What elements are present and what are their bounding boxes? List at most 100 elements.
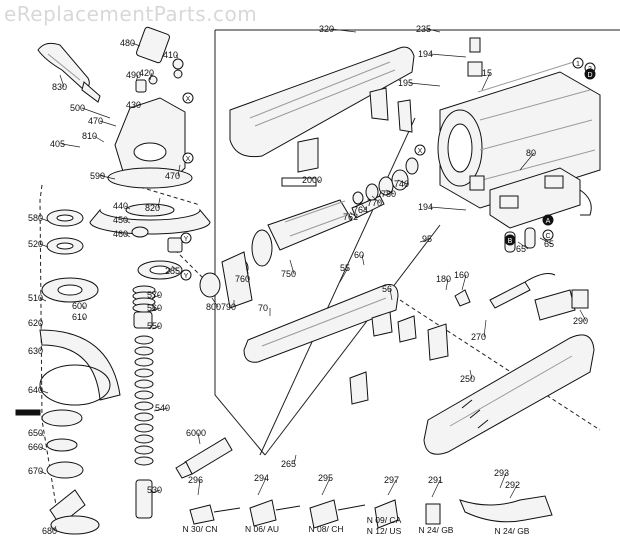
- plug-label-4: N 12/ US: [367, 526, 402, 536]
- callout-764: 764: [353, 205, 368, 215]
- leader-c2000: [317, 179, 321, 183]
- marker-circle-3: [504, 234, 516, 246]
- callout-195: 195: [398, 78, 413, 88]
- leader-c295: [321, 477, 331, 496]
- callout-470: 470: [165, 171, 180, 181]
- callout-194: 194: [418, 202, 433, 212]
- leader-c405: [61, 143, 81, 148]
- leader-c235: [427, 28, 441, 33]
- marker-A: A: [546, 218, 551, 225]
- callout-540: 540: [155, 403, 170, 413]
- handle-half-lower: [349, 323, 595, 455]
- leader-c770: [371, 195, 381, 204]
- leader-c550: [151, 325, 161, 330]
- callout-450: 450: [113, 215, 128, 225]
- callout-55: 55: [340, 263, 350, 273]
- callout-56: 56: [382, 284, 392, 294]
- leader-c500: [81, 107, 111, 119]
- callout-762: 762: [343, 212, 358, 222]
- leader-c780: [385, 189, 395, 195]
- leader-c764: [359, 201, 367, 211]
- callout-70: 70: [258, 303, 268, 313]
- callout-292: 292: [505, 480, 520, 490]
- marker-B: B: [508, 238, 513, 245]
- leader-c250: [469, 369, 473, 380]
- callout-293: 293: [494, 468, 509, 478]
- leader-c194b: [429, 206, 467, 211]
- spindle-washer: [132, 303, 156, 313]
- marker-circle-2: [542, 214, 554, 226]
- leader-c740: [397, 179, 408, 185]
- grease-tube: [175, 437, 233, 479]
- leader-c55: [339, 267, 349, 283]
- leader-c65a: [517, 241, 529, 250]
- leader-c530: [151, 489, 161, 494]
- leader-c830: [59, 74, 65, 88]
- callout-480: 480: [120, 38, 135, 48]
- spindle-stack: [132, 237, 183, 519]
- leader-c60: [361, 254, 365, 266]
- callout-235: 235: [416, 24, 431, 34]
- callout-410: 410: [163, 50, 178, 60]
- spindle-disc: [134, 346, 154, 356]
- leader-c540: [153, 407, 169, 412]
- callout-460: 460: [113, 229, 128, 239]
- callout-80: 80: [526, 148, 536, 158]
- leader-c291: [431, 479, 441, 498]
- leader-c650: [39, 432, 45, 437]
- spindle-disc: [134, 379, 154, 389]
- watermark: eReplacementParts.com: [4, 2, 258, 26]
- callout-680: 680: [42, 526, 57, 536]
- callout-291: 291: [428, 475, 443, 485]
- plug-label-1: N 06/ AU: [245, 524, 279, 534]
- gear-head-housing: [89, 26, 211, 238]
- mains-plugs: [189, 495, 553, 529]
- marker-circle-10: [180, 269, 192, 281]
- leader-c750: [289, 259, 295, 275]
- marker-1: 1: [576, 61, 580, 68]
- side-handle: [37, 42, 101, 103]
- leader-c810: [93, 135, 105, 143]
- leader-c15: [481, 72, 491, 91]
- leader-c160: [461, 274, 467, 291]
- leader-c294: [257, 477, 267, 496]
- leader-c660: [39, 446, 47, 451]
- callout-790: 790: [221, 302, 236, 312]
- marker-X: X: [186, 96, 191, 103]
- callout-470: 470: [88, 116, 103, 126]
- callout-620: 620: [28, 318, 43, 328]
- leader-c65b: [539, 237, 553, 245]
- callout-2000: 2000: [302, 175, 322, 185]
- leader-c620: [39, 322, 43, 327]
- callout-15: 15: [482, 68, 492, 78]
- spindle-disc: [134, 445, 154, 455]
- leader-c640: [39, 389, 49, 394]
- spindle-disc: [134, 456, 154, 466]
- marker-X: X: [186, 156, 191, 163]
- callout-295: 295: [318, 473, 333, 483]
- leader-c680: [53, 525, 57, 532]
- callout-265: 265: [281, 459, 296, 469]
- marker-circle-5: [584, 68, 596, 80]
- leader-c570: [151, 294, 161, 299]
- callout-820: 820: [145, 203, 160, 213]
- leader-c440: [124, 205, 131, 210]
- guard-flange-stack: [15, 209, 121, 535]
- callout-570: 570: [147, 290, 162, 300]
- callout-65: 65: [544, 239, 554, 249]
- callout-780: 780: [381, 189, 396, 199]
- callout-95: 95: [422, 234, 432, 244]
- leader-c580: [39, 217, 49, 222]
- callout-320: 320: [319, 24, 334, 34]
- marker-circle-4: [542, 229, 554, 241]
- leader-c590: [101, 175, 116, 180]
- leader-c410: [175, 54, 179, 59]
- callout-530: 530: [147, 485, 162, 495]
- leader-c6000: [197, 432, 201, 445]
- marker-Y: Y: [184, 273, 189, 280]
- callout-250: 250: [460, 374, 475, 384]
- leader-c420: [149, 72, 153, 81]
- callout-500: 500: [70, 103, 85, 113]
